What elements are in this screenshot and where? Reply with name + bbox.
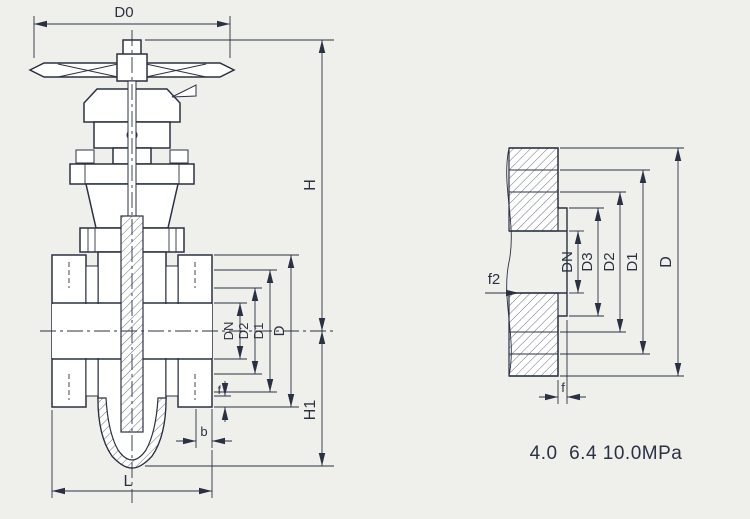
flange-wall-lower-section: [508, 292, 559, 377]
dim-l: L: [51, 410, 213, 498]
dim-h: H: [145, 39, 334, 331]
valve-sectional-view: D0 H H1 D D1 D2: [28, 4, 336, 503]
dim-f2: f2: [485, 271, 519, 297]
gate-wedge-section: [120, 215, 144, 433]
position-indicator-lug: [171, 84, 197, 98]
dim-h1: H1: [145, 331, 334, 467]
flange-section: [506, 147, 568, 377]
gland-bolt-nut-left: [75, 149, 95, 164]
dim-b: b: [176, 409, 232, 448]
dim-label-d1-flange: D1: [624, 252, 641, 271]
valve-stem: [127, 80, 137, 234]
dim-f-flange: f: [539, 320, 586, 404]
dim-label-h1: H1: [302, 400, 319, 421]
pressure-rating-note: 4.0 6.4 10.0MPa: [530, 443, 683, 464]
dim-label-f-flange: f: [561, 380, 565, 395]
dim-label-f: f: [218, 383, 222, 397]
dim-d0: D0: [33, 4, 231, 58]
dim-label-f2: f2: [488, 271, 501, 288]
dim-d1-flange: D1: [560, 169, 650, 355]
dim-dn-valve: DN: [214, 302, 247, 360]
dim-label-dn-flange: DN: [559, 251, 576, 273]
body-bottom-wall-section: [97, 397, 167, 469]
dim-label-d2: D2: [236, 323, 251, 340]
dim-label-l: L: [124, 473, 133, 490]
flange-wall-upper-section: [508, 147, 559, 232]
dim-label-d3-flange: D3: [579, 252, 596, 271]
gland-bolt-nut-right: [169, 149, 189, 164]
dim-label-dn: DN: [221, 322, 236, 341]
dim-label-d2-flange: D2: [601, 252, 618, 271]
dim-d3-flange: D3: [569, 207, 604, 317]
dim-label-d: D: [271, 325, 288, 336]
flange-detail-view: DN D3 D2 D1 D f2: [485, 147, 684, 464]
centerlines: [40, 30, 336, 503]
dim-label-b: b: [200, 424, 207, 439]
handwheel-spoke: [57, 63, 119, 78]
dim-d-flange: D: [560, 147, 684, 377]
pipe-break-line: [506, 147, 512, 377]
dim-label-d0: D0: [114, 4, 133, 21]
dim-label-d-flange: D: [658, 256, 675, 268]
dim-d2-flange: D2: [560, 191, 626, 333]
handwheel-spoke: [145, 63, 207, 78]
flange-outline: [509, 147, 568, 377]
dim-f-valve: f: [214, 381, 231, 422]
dim-label-d1: D1: [251, 323, 266, 340]
dim-label-h: H: [302, 179, 319, 191]
dim-dn-flange: DN: [559, 230, 584, 294]
